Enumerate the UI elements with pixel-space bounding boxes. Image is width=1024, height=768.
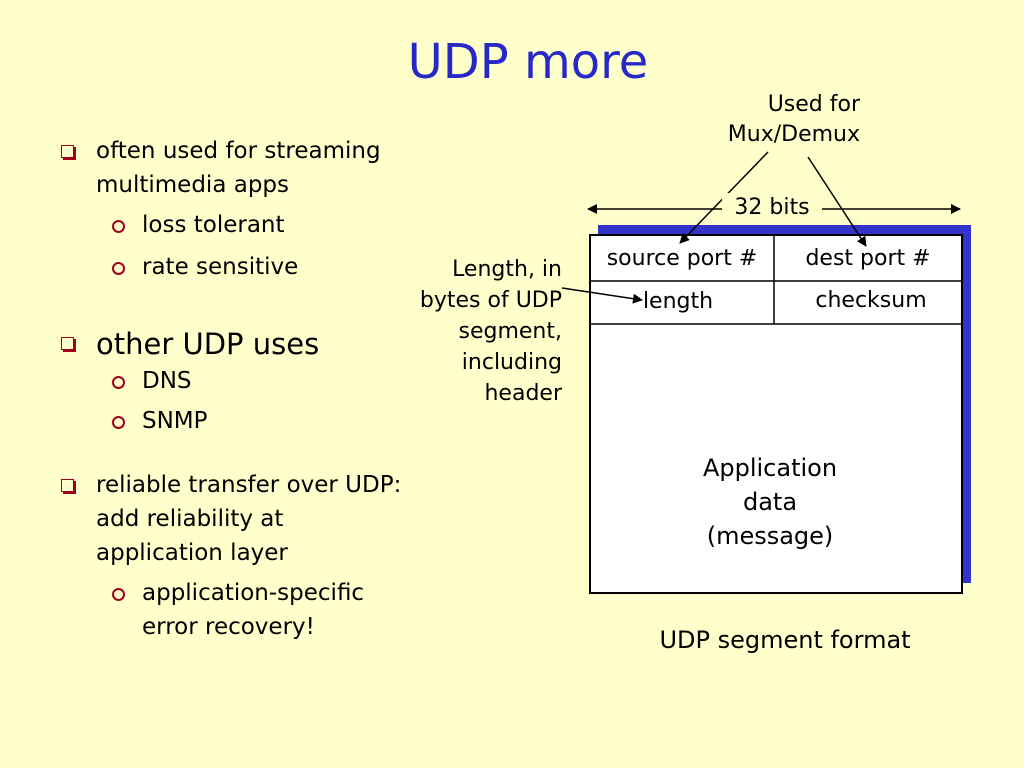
bullet-text: multimedia apps (96, 172, 290, 198)
bullet-text: other UDP uses (96, 327, 320, 361)
sub-bullet-dns: DNS (56, 364, 476, 398)
segment-box (589, 234, 963, 594)
diagram-caption: UDP segment format (659, 626, 911, 654)
circle-bullet-icon (112, 220, 125, 233)
field-dest-port: dest port # (805, 246, 931, 271)
bullet-text: add reliability at (96, 506, 284, 532)
circle-bullet-icon (112, 588, 125, 601)
sub-bullet-text: application-specific (142, 580, 365, 606)
mux-arrow-dest (807, 156, 867, 247)
field-source-port: source port # (606, 246, 758, 271)
bullet-list: often used for streaming multimedia apps… (56, 134, 476, 644)
bullet-reliable-transfer: reliable transfer over UDP: add reliabil… (56, 468, 476, 570)
square-bullet-icon (61, 479, 74, 492)
page-title: UDP more (407, 34, 649, 90)
sub-bullet-text: DNS (142, 368, 192, 394)
data-line: data (742, 488, 798, 516)
length-note-line: bytes of UDP (419, 288, 562, 313)
application-data: Application data (message) (660, 451, 880, 553)
bullet-streaming: often used for streaming multimedia apps (56, 134, 476, 202)
sub-bullet-text: loss tolerant (142, 212, 285, 238)
bullet-other-uses: other UDP uses (56, 324, 476, 364)
circle-bullet-icon (112, 376, 125, 389)
sub-bullet-text: error recovery! (142, 614, 315, 640)
length-note: Length, in bytes of UDP segment, includi… (384, 254, 562, 409)
sub-bullet-rate-sensitive: rate sensitive (56, 250, 476, 284)
square-bullet-icon (61, 145, 74, 158)
mux-label-line: Used for (767, 92, 860, 117)
data-line: (message) (706, 522, 834, 550)
mux-demux-label: Used for Mux/Demux (720, 90, 860, 150)
length-arrow (561, 287, 643, 304)
sub-bullet-loss-tolerant: loss tolerant (56, 208, 476, 242)
length-note-line: segment, (458, 319, 563, 344)
length-note-line: header (484, 381, 562, 406)
circle-bullet-icon (112, 416, 125, 429)
field-checksum: checksum (815, 288, 927, 313)
bullet-text: often used for streaming (96, 138, 381, 164)
bullet-text: reliable transfer over UDP: (96, 472, 402, 498)
square-bullet-icon (61, 337, 74, 350)
sub-bullet-snmp: SNMP (56, 404, 476, 438)
width-label: 32 bits (722, 193, 822, 223)
length-note-line: including (461, 350, 562, 375)
field-length: length (642, 289, 714, 314)
circle-bullet-icon (112, 262, 125, 275)
sub-bullet-text: SNMP (142, 408, 208, 434)
bullet-text: application layer (96, 540, 288, 566)
mux-label-line: Mux/Demux (727, 122, 860, 147)
sub-bullet-text: rate sensitive (142, 254, 299, 280)
sub-bullet-error-recovery: application-specific error recovery! (56, 576, 476, 644)
length-note-line: Length, in (452, 257, 562, 282)
data-line: Application (702, 454, 838, 482)
